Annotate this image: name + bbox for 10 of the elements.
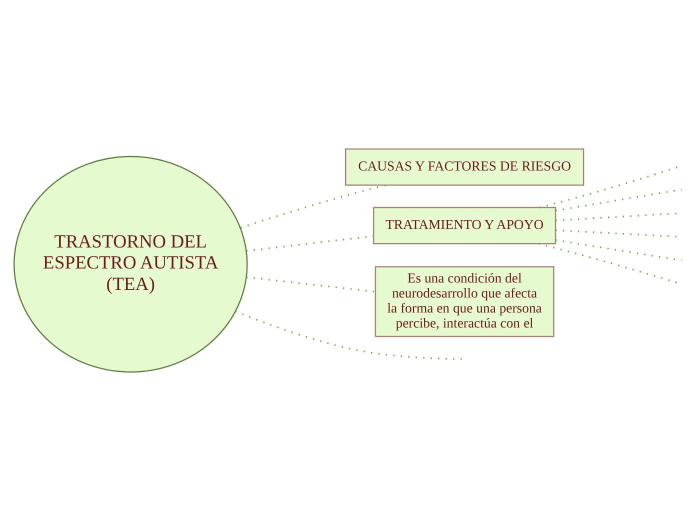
connector	[246, 234, 374, 252]
node-circle: TRASTORNO DEL ESPECTRO AUTISTA (TEA)	[14, 155, 248, 372]
node-box: Es una condición del neurodesarrollo que afecta la forma en que una persona percibe, interactúa con el	[374, 266, 554, 337]
connector	[235, 310, 464, 360]
node-box: CAUSAS Y FACTORES DE RIESGO	[344, 148, 584, 186]
connector	[240, 184, 386, 228]
connector	[246, 276, 376, 292]
connector	[555, 238, 682, 261]
node-box: TRATAMIENTO Y APOYO	[372, 206, 556, 244]
connector	[555, 188, 682, 211]
